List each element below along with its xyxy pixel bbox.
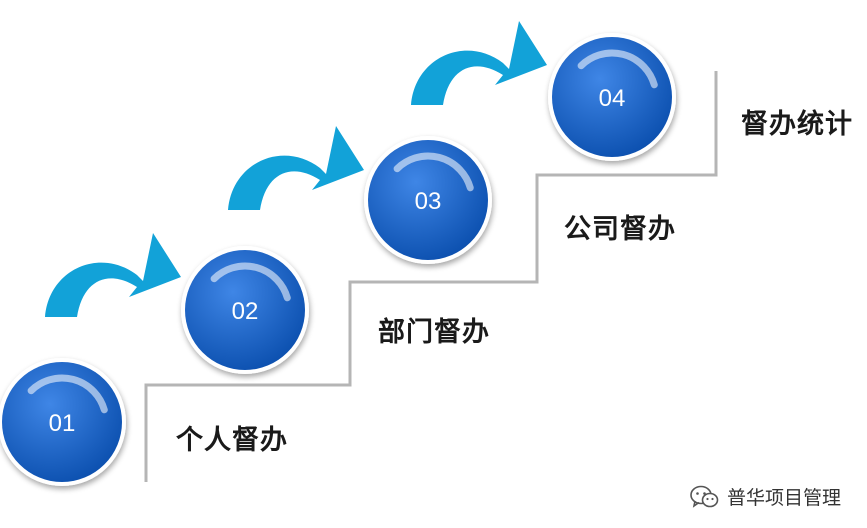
- step-circle-4: 04: [548, 33, 676, 161]
- step-arrow-3: [411, 21, 547, 105]
- watermark: 普华项目管理: [689, 483, 841, 510]
- step-label-4: 督办统计: [741, 109, 853, 140]
- step-number-1: 01: [49, 410, 76, 437]
- step-circle-2: 02: [181, 246, 309, 374]
- watermark-text: 普华项目管理: [726, 487, 841, 509]
- step-arrow-1: [45, 233, 181, 317]
- step-label-1: 个人督办: [176, 425, 288, 456]
- step-circle-3: 03: [364, 136, 492, 264]
- step-number-4: 04: [599, 85, 626, 112]
- step-label-2: 部门督办: [378, 317, 490, 348]
- wechat-icon: [690, 485, 719, 508]
- step-label-3: 公司督办: [564, 214, 676, 245]
- step-circle-1: 01: [0, 358, 126, 486]
- staircase-line: [144, 71, 718, 482]
- step-number-3: 03: [415, 188, 442, 215]
- step-number-2: 02: [232, 298, 259, 325]
- step-arrow-2: [228, 126, 364, 210]
